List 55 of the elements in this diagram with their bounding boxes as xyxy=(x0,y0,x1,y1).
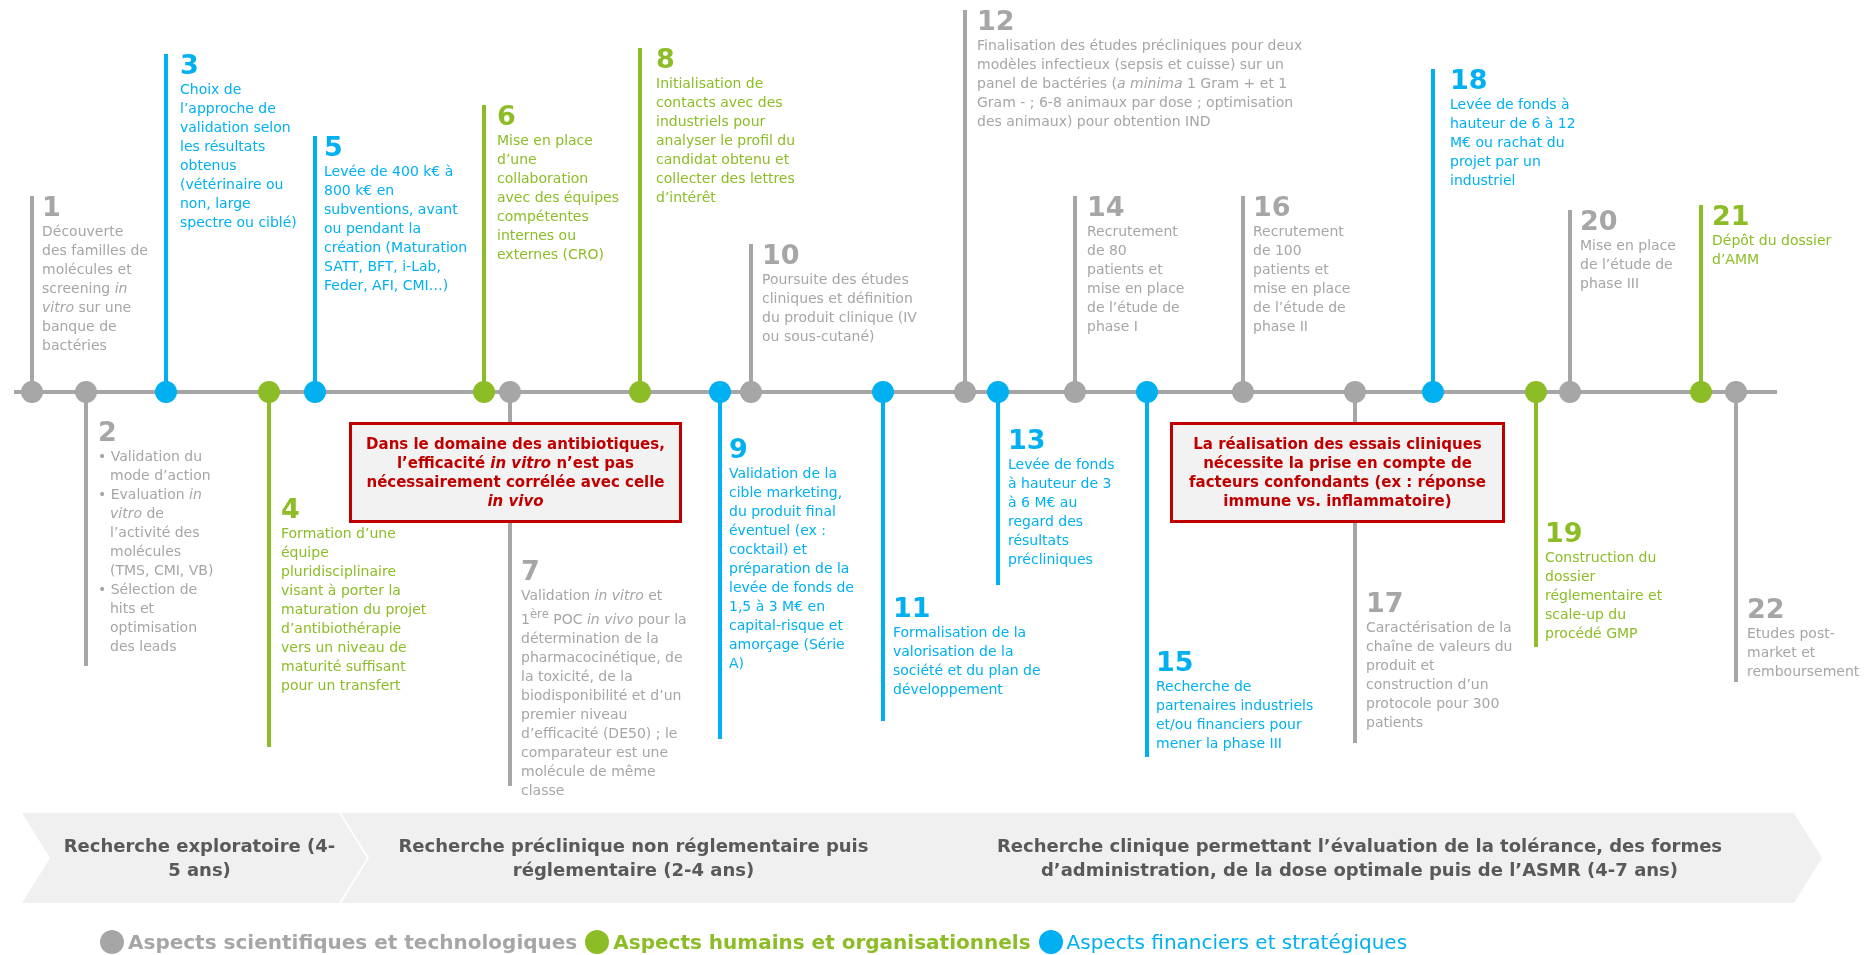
milestone-text: Caractérisation de la chaîne de valeurs du produit et construction d’un protocole pour 300 patients xyxy=(1366,618,1514,732)
milestone-number: 22 xyxy=(1747,594,1786,624)
milestone-number: 2 xyxy=(98,417,118,447)
note-text: La réalisation des essais cliniques nécessite la prise en compte de facteurs confondants (ex : réponse immune vs. inflammatoire) xyxy=(1188,433,1487,512)
milestone-number: 18 xyxy=(1450,65,1489,95)
milestone-text: Formation d’une équipe pluridisciplinaire visant à porter la maturation du projet d’antibiothérapie vers un niveau de maturité suffisant pour un transfert xyxy=(281,524,428,695)
milestone-text: Mise en place d’une collaboration avec des équipes compétentes internes ou externes (CRO) xyxy=(497,131,619,264)
milestone-number: 20 xyxy=(1580,206,1619,236)
milestone-text: Découverte des familles de molécules et screening in vitro sur une banque de bactéries xyxy=(42,222,149,355)
milestone-text: Mise en place de l’étude de phase III xyxy=(1580,236,1677,293)
milestone-text: Recrutement de 80 patients et mise en place de l’étude de phase I xyxy=(1087,222,1186,336)
milestone-text: Validation de la cible marketing, du produit final éventuel (ex : cocktail) et préparation de la levée de fonds de 1,5 à 3 M€ en capital-risque et amorçage (Série A) xyxy=(729,464,855,673)
milestone-text: Levée de fonds à hauteur de 6 à 12 M€ ou rachat du projet par un industriel xyxy=(1450,95,1577,190)
milestone-text: Finalisation des études précliniques pour deux modèles infectieux (sepsis et cuisse) sur un panel de bactéries (a minima 1 Gram + et 1 Gram - ; 6-8 animaux par dose ; optimisation des animaux) pour obtention IND xyxy=(977,36,1304,131)
milestone-number: 21 xyxy=(1712,201,1751,231)
milestone-text: Initialisation de contacts avec des industriels pour analyser le profil du candidat obtenu et collecter des lettres d’intérêt xyxy=(656,74,797,207)
milestone-text: Recrutement de 100 patients et mise en place de l’étude de phase II xyxy=(1253,222,1352,336)
milestone-number: 16 xyxy=(1253,192,1292,222)
phase-label: Recherche clinique permettant l’évaluation de la tolérance, des formes d’administration, de la dose optimale puis de l’ASMR (4-7 ans) xyxy=(995,834,1724,882)
phase-label: Recherche préclinique non réglementaire puis réglementaire (2-4 ans) xyxy=(397,834,870,882)
milestone-number: 5 xyxy=(324,132,344,162)
milestone-number: 7 xyxy=(521,556,541,586)
milestone-number: 8 xyxy=(656,44,676,74)
milestone-text: Construction du dossier réglementaire et scale-up du procédé GMP xyxy=(1545,548,1664,643)
note-box xyxy=(349,422,682,523)
milestone-number: 19 xyxy=(1545,518,1584,548)
milestone-number: 10 xyxy=(762,240,801,270)
milestone-text: Etudes post-market et remboursement xyxy=(1747,624,1861,681)
milestone-text: Recherche de partenaires industriels et/ou financiers pour mener la phase III xyxy=(1156,677,1315,753)
milestone-number: 12 xyxy=(977,6,1016,36)
milestone-number: 1 xyxy=(42,192,62,222)
milestone-text: Levée de 400 k€ à 800 k€ en subventions, avant ou pendant la création (Maturation SATT, BFT, i-Lab, Feder, AFI, CMI…) xyxy=(324,162,469,295)
milestone-number: 9 xyxy=(729,434,749,464)
note-box xyxy=(1170,422,1505,523)
phase-label: Recherche exploratoire (4-5 ans) xyxy=(62,834,337,882)
milestone-text: Formalisation de la valorisation de la société et du plan de développement xyxy=(893,623,1042,699)
milestone-number: 15 xyxy=(1156,647,1195,677)
bullet-item: • Sélection de hits et optimisation des leads xyxy=(98,580,199,656)
milestone-text: Poursuite des études cliniques et définition du produit clinique (IV ou sous-cutané) xyxy=(762,270,918,346)
milestone-text: Validation in vitro et 1$^{ère}$ POC in vivo pour la détermination de la pharmacocinétique, de la toxicité, de la biodisponibilité et d’un premier niveau d’efficacité (DE50) ; le comparateur est une molécule de même classe xyxy=(521,586,688,800)
legend-label: Aspects humains et organisationnels xyxy=(613,930,1031,954)
milestone-number: 17 xyxy=(1366,588,1405,618)
milestone-number: 3 xyxy=(180,50,200,80)
milestone-number: 4 xyxy=(281,494,301,524)
milestone-text: Choix de l’approche de validation selon les résultats obtenus (vétérinaire ou non, large spectre ou ciblé) xyxy=(180,80,298,232)
milestone-text: Levée de fonds à hauteur de 3 à 6 M€ au regard des résultats précliniques xyxy=(1008,455,1116,569)
legend-label: Aspects scientifiques et technologiques xyxy=(128,930,578,954)
note-text: Dans le domaine des antibiotiques, l’efficacité in vitro n’est pas nécessairement corrélée avec celle in vivo xyxy=(365,433,666,512)
bullet-item: • Evaluation in vitro de l’activité des molécules (TMS, CMI, VB) xyxy=(98,485,215,580)
legend-label: Aspects financiers et stratégiques xyxy=(1066,930,1408,954)
milestone-number: 14 xyxy=(1087,192,1126,222)
milestone-number: 11 xyxy=(893,593,932,623)
milestone-number: 13 xyxy=(1008,425,1047,455)
milestone-number: 6 xyxy=(497,101,517,131)
milestone-text: Dépôt du dossier d’AMM xyxy=(1712,231,1833,269)
